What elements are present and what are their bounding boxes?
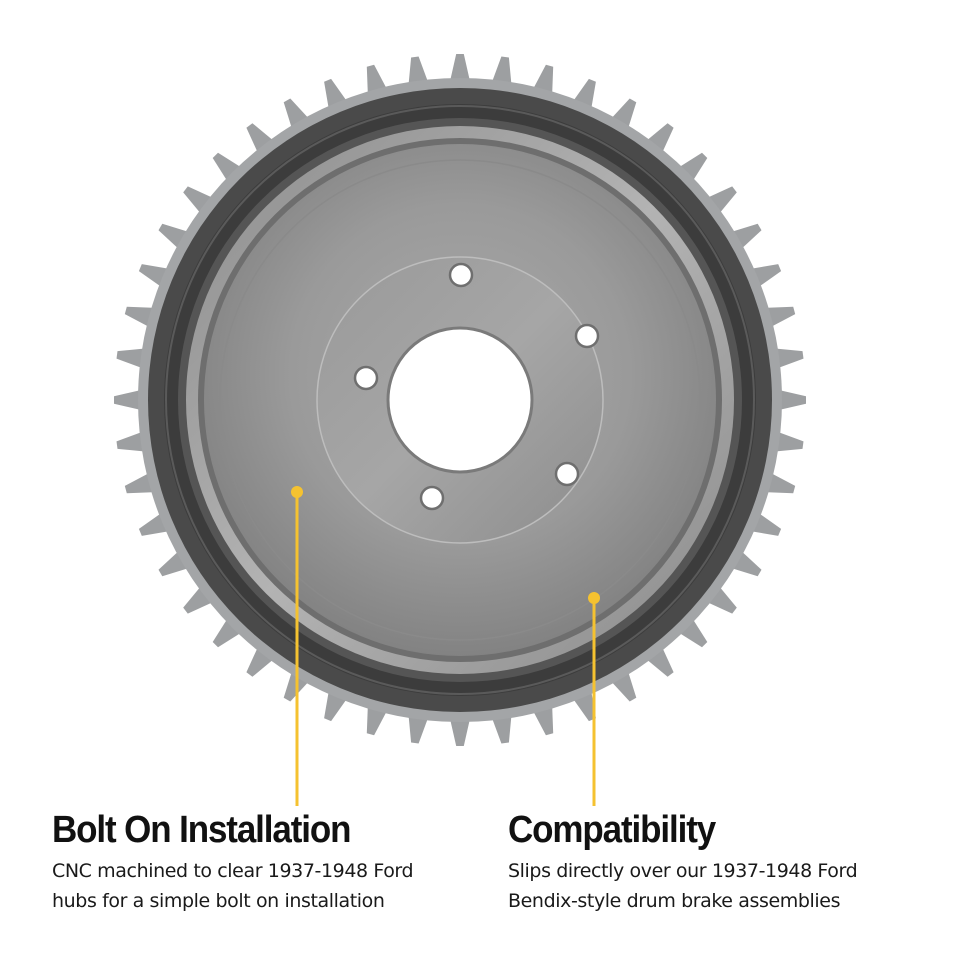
callout-title: Bolt On Installation (52, 809, 351, 851)
fin (449, 54, 471, 83)
fin (114, 389, 143, 411)
fin (491, 713, 512, 744)
fin (449, 717, 471, 746)
center-bore (386, 326, 534, 474)
bolt-hole (448, 262, 474, 288)
bolt-holes (353, 262, 600, 511)
callout-marker-left (291, 486, 303, 806)
callout-compatibility: Compatibility Slips directly over our 19… (508, 808, 938, 916)
callout-line: Bendix-style drum brake assemblies (508, 890, 841, 912)
callout-marker-right (588, 592, 600, 806)
callout-line: CNC machined to clear 1937-1948 Ford (52, 860, 414, 882)
fin (777, 389, 806, 411)
callout-description: CNC machined to clear 1937-1948 Ford hub… (52, 856, 492, 916)
fin (116, 348, 147, 369)
fin (773, 348, 804, 369)
callout-description: Slips directly over our 1937-1948 Ford B… (508, 856, 938, 916)
marker-dot-icon (588, 592, 600, 604)
fin (408, 713, 429, 744)
callout-title: Compatibility (508, 809, 716, 851)
fin (408, 56, 429, 87)
callout-line: Slips directly over our 1937-1948 Ford (508, 860, 858, 882)
callout-line: hubs for a simple bolt on installation (52, 890, 385, 912)
marker-dot-icon (291, 486, 303, 498)
bolt-hole (554, 461, 580, 487)
bolt-hole (353, 365, 379, 391)
fin (116, 431, 147, 452)
fin (773, 431, 804, 452)
fin (491, 56, 512, 87)
callout-bolt-on-installation: Bolt On Installation CNC machined to cle… (52, 808, 492, 916)
bolt-hole (419, 485, 445, 511)
bolt-hole (574, 323, 600, 349)
